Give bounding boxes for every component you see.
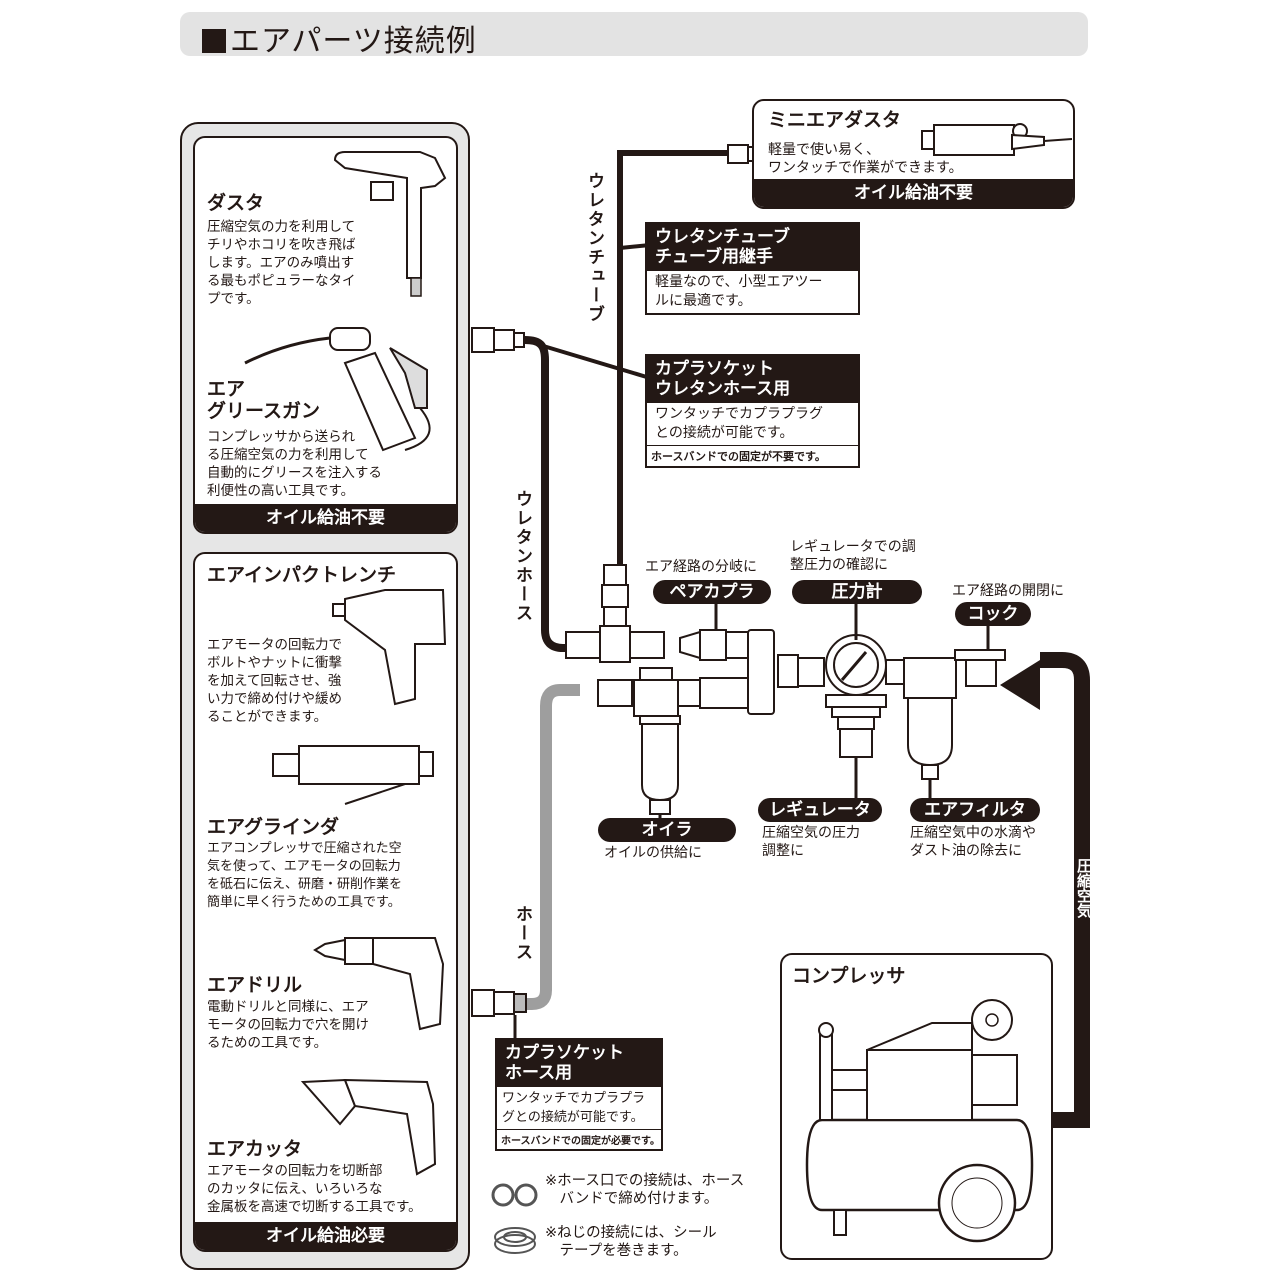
tool-name-grinder: エアグラインダ <box>207 816 340 838</box>
tool-desc-duster: 圧縮空気の力を利用して チリやホコリを吹き飛ば します。エアのみ噴出す る最もポ… <box>207 219 356 307</box>
label-pressure-gauge: 圧力計 <box>792 580 922 604</box>
label-pair-coupler: ペアカプラ <box>653 580 771 604</box>
tool-desc-drill: 電動ドリルと同様に、エア モータの回転力で穴を開け るための工具です。 <box>207 999 369 1051</box>
coupler-socket-hose <box>471 989 527 1017</box>
label-compressed-air: 圧縮空気 <box>1075 858 1093 918</box>
compressed-air-line <box>1040 652 1090 1128</box>
t-fitting <box>565 564 665 663</box>
drill-icon <box>313 937 445 1031</box>
label-hose: ホース <box>512 905 532 962</box>
note-hose-band: ※ホース口での接続は、ホース バンドで締め付けます。 <box>545 1173 745 1207</box>
regulator <box>777 634 887 758</box>
hose-band-icon <box>491 1183 538 1207</box>
urethane-tube-line <box>617 150 735 570</box>
callout-body: ワンタッチでカプラプラ グとの接続が可能です。 <box>502 1091 646 1125</box>
coupler-socket-urethane <box>471 327 525 353</box>
callout-body: 軽量なので、小型エアツー ルに最適です。 <box>655 274 823 309</box>
compressor-icon <box>805 999 1034 1243</box>
grease-gun-icon <box>244 327 431 452</box>
label-air-filter: エアフィルタ <box>910 798 1040 822</box>
tool-desc-mini-duster: 軽量で使い易く、 ワンタッチで作業ができます。 <box>768 142 963 176</box>
cutter-icon <box>300 1078 437 1176</box>
compressor-name: コンプレッサ <box>792 965 906 987</box>
seal-tape-icon <box>494 1227 536 1254</box>
label-cock: コック <box>955 602 1031 626</box>
tool-desc-cutter: エアモータの回転力を切断部 のカッタに伝え、いろいろな 金属板を高速で切断する工… <box>207 1163 422 1215</box>
grinder-icon <box>272 745 434 805</box>
label-oiler: オイラ <box>598 818 736 842</box>
label-urethane-hose: ウレタンホース <box>512 490 532 623</box>
mini-duster-card: ミニエアダスタ 軽量で使い易く、 ワンタッチで作業ができます。 オイル給油不要 <box>752 99 1075 209</box>
caption-regulator: 圧縮空気の圧力 調整に <box>762 825 860 859</box>
tools-card-no-oil: ダスタ 圧縮空気の力を利用して チリやホコリを吹き飛ば します。エアのみ噴出す … <box>193 136 458 534</box>
label-regulator: レギュレータ <box>758 798 882 822</box>
caption-cock: エア経路の開閉に <box>952 583 1064 599</box>
tool-desc-impact-wrench: エアモータの回転力で ボルトやナットに衝撃 を加えて回転させ、強 い力で締め付け… <box>207 637 342 725</box>
tool-name-drill: エアドリル <box>207 974 303 996</box>
callout-urethane-tube-fitting: ウレタンチューブ チューブ用継手 軽量なので、小型エアツー ルに最適です。 <box>645 222 860 315</box>
oiler <box>597 667 749 815</box>
note-seal-tape: ※ねじの接続には、シール テープを巻きます。 <box>545 1225 717 1259</box>
pair-coupler <box>679 629 775 715</box>
caption-oiler: オイルの供給に <box>604 845 702 861</box>
callout-head: カプラソケット ホース用 <box>497 1040 661 1087</box>
tool-desc-grinder: エアコンプレッサで圧縮された空 気を使って、エアモータの回転力 を砥石に伝え、研… <box>207 841 403 910</box>
caption-pair-coupler: エア経路の分岐に <box>645 559 757 575</box>
tool-name-mini-duster: ミニエアダスタ <box>768 109 902 131</box>
tool-name-duster: ダスタ <box>207 192 265 214</box>
tool-name-grease-gun: エア グリースガン <box>207 378 321 422</box>
duster-icon <box>333 151 447 297</box>
callout-note: ホースバンドでの固定が不要です。 <box>647 445 858 466</box>
hose-line <box>520 684 580 1010</box>
page-title: エアパーツ接続例 <box>202 16 477 60</box>
tools-card-oil-required: エアインパクトレンチ エアモータの回転力で ボルトやナットに衝撃 を加えて回転さ… <box>193 552 458 1252</box>
callout-note: ホースバンドでの固定が必要です。 <box>497 1129 661 1149</box>
caption-air-filter: 圧縮空気中の水滴や ダスト油の除去に <box>910 825 1036 859</box>
oil-required-badge: オイル給油不要 <box>195 504 456 532</box>
tool-name-impact-wrench: エアインパクトレンチ <box>207 564 397 586</box>
compressed-air-arrow-icon <box>1000 660 1040 710</box>
urethane-hose-line <box>524 336 580 652</box>
oil-required-badge: オイル給油不要 <box>754 179 1073 207</box>
callout-head: カプラソケット ウレタンホース用 <box>647 356 858 403</box>
impact-wrench-icon <box>332 589 447 706</box>
cock <box>954 649 1006 687</box>
caption-pressure-gauge: レギュレータでの調 整圧力の確認に <box>790 539 916 573</box>
title-bar: エアパーツ接続例 <box>180 12 1088 59</box>
oil-required-badge: オイル給油必要 <box>195 1222 456 1250</box>
callout-head: ウレタンチューブ チューブ用継手 <box>647 224 858 271</box>
tool-desc-grease-gun: コンプレッサから送られ る圧縮空気の力を利用して 自動的にグリースを注入する 利… <box>207 429 382 499</box>
tool-name-cutter: エアカッタ <box>207 1138 303 1160</box>
mini-duster-icon <box>921 123 1073 156</box>
square-bullet-icon <box>202 29 226 53</box>
label-urethane-tube: ウレタンチューブ <box>584 172 604 324</box>
air-filter <box>885 657 957 780</box>
callout-body: ワンタッチでカプラプラグ との接続が可能です。 <box>655 406 823 441</box>
compressor-card: コンプレッサ <box>780 953 1053 1260</box>
callout-coupler-socket-urethane: カプラソケット ウレタンホース用 ワンタッチでカプラプラグ との接続が可能です。… <box>645 354 860 468</box>
callout-coupler-socket-hose: カプラソケット ホース用 ワンタッチでカプラプラ グとの接続が可能です。 ホース… <box>495 1038 663 1151</box>
